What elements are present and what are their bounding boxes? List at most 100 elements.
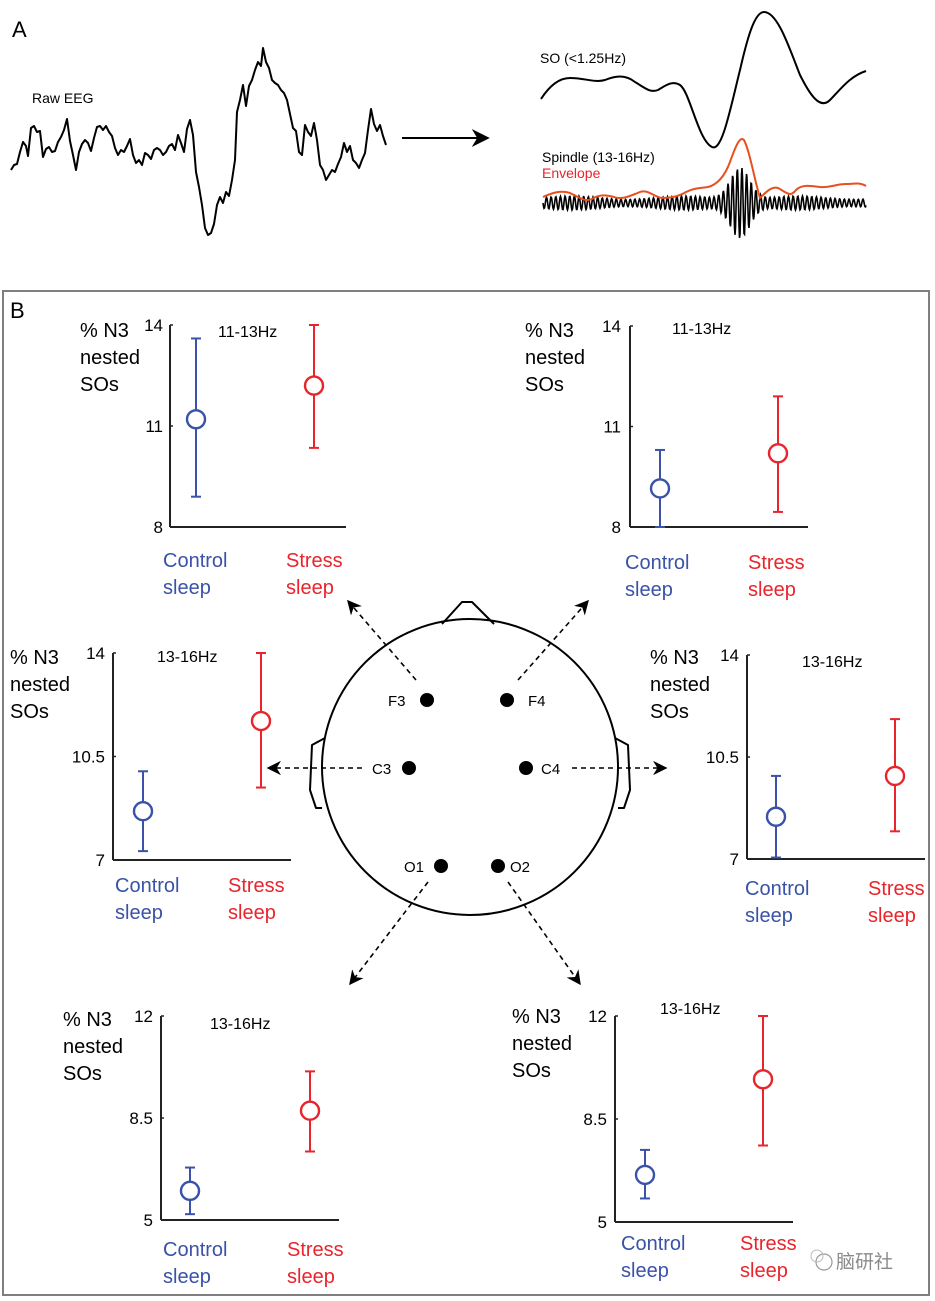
y-axis-label: nested bbox=[525, 347, 585, 369]
y-axis-label: % N3 bbox=[10, 647, 59, 669]
category-label-stress: sleep bbox=[740, 1260, 788, 1282]
y-tick-label: 11 bbox=[145, 417, 163, 436]
y-tick-label: 14 bbox=[602, 317, 621, 336]
electrode-O2[interactable]: O2 bbox=[491, 859, 530, 876]
right-ear-icon bbox=[614, 737, 631, 809]
y-axis-label: nested bbox=[650, 674, 710, 696]
category-label-control: sleep bbox=[621, 1260, 669, 1282]
y-tick-label: 7 bbox=[730, 850, 739, 869]
category-label-control: sleep bbox=[163, 1266, 211, 1288]
category-label-control: Control bbox=[115, 875, 179, 897]
electrode-dot bbox=[434, 859, 448, 873]
y-tick-label: 14 bbox=[720, 646, 739, 665]
y-axis-label: nested bbox=[10, 674, 70, 696]
left-ear-icon bbox=[309, 737, 326, 809]
electrode-F3[interactable]: F3 bbox=[388, 693, 434, 710]
y-axis-label: % N3 bbox=[80, 320, 129, 342]
so-label: SO (<1.25Hz) bbox=[540, 50, 626, 66]
y-tick-label: 5 bbox=[144, 1211, 153, 1230]
band-label: 11-13Hz bbox=[672, 321, 731, 338]
electrode-dot bbox=[519, 761, 533, 775]
mean-marker bbox=[303, 375, 325, 396]
head-outline bbox=[321, 618, 619, 916]
stress-point bbox=[884, 718, 906, 833]
y-tick-label: 8 bbox=[154, 518, 163, 537]
stress-point bbox=[752, 1015, 774, 1147]
spindle-trace bbox=[542, 168, 867, 239]
panel-a-letter: A bbox=[12, 17, 27, 42]
chart-c4: 710.514% N3nestedSOs13-16HzControlsleepS… bbox=[650, 646, 925, 927]
category-label-stress: sleep bbox=[748, 579, 796, 601]
y-tick-label: 11 bbox=[603, 418, 621, 437]
mean-marker bbox=[185, 409, 207, 430]
y-axis-label: SOs bbox=[512, 1060, 551, 1082]
y-tick-label: 10.5 bbox=[706, 748, 739, 767]
category-label-control: Control bbox=[163, 1239, 227, 1261]
arrow-O1 bbox=[349, 881, 429, 986]
envelope-trace bbox=[542, 138, 867, 202]
y-axis-label: % N3 bbox=[512, 1006, 561, 1028]
panel-b-frame bbox=[2, 290, 930, 1296]
y-tick-label: 8 bbox=[612, 518, 621, 537]
y-tick-label: 7 bbox=[96, 851, 105, 870]
electrode-dot bbox=[491, 859, 505, 873]
category-label-control: Control bbox=[625, 552, 689, 574]
mean-marker bbox=[767, 443, 789, 464]
y-axis-label: nested bbox=[80, 347, 140, 369]
y-tick-label: 14 bbox=[86, 644, 105, 663]
mean-marker bbox=[884, 765, 906, 787]
electrode-dot bbox=[402, 761, 416, 775]
electrode-C4[interactable]: C4 bbox=[519, 761, 560, 778]
y-axis-label: SOs bbox=[525, 374, 564, 396]
y-tick-label: 5 bbox=[598, 1213, 607, 1232]
y-tick-label: 8.5 bbox=[129, 1109, 153, 1128]
y-axis-label: nested bbox=[512, 1033, 572, 1055]
category-label-control: Control bbox=[621, 1233, 685, 1255]
band-label: 13-16Hz bbox=[157, 649, 217, 666]
watermark: 脑研社 bbox=[810, 1249, 893, 1273]
category-label-stress: sleep bbox=[286, 577, 334, 599]
arrow-O2 bbox=[507, 881, 581, 986]
electrode-O1[interactable]: O1 bbox=[404, 859, 448, 876]
stress-point bbox=[767, 395, 789, 513]
control-point bbox=[179, 1166, 201, 1216]
category-label-control: sleep bbox=[625, 579, 673, 601]
category-label-stress: Stress bbox=[286, 550, 343, 572]
mean-marker bbox=[765, 806, 787, 827]
raw-eeg-label: Raw EEG bbox=[32, 90, 93, 106]
panel-b-letter: B bbox=[10, 298, 25, 323]
y-tick-label: 12 bbox=[588, 1007, 607, 1026]
chart-o1: 58.512% N3nestedSOs13-16HzControlsleepSt… bbox=[63, 1007, 344, 1288]
y-axis-label: SOs bbox=[650, 701, 689, 723]
y-axis-label: SOs bbox=[10, 701, 49, 723]
electrode-F4[interactable]: F4 bbox=[500, 693, 546, 710]
spindle-label: Spindle (13-16Hz) bbox=[542, 149, 655, 165]
electrode-C3[interactable]: C3 bbox=[372, 761, 416, 778]
stress-point bbox=[303, 324, 325, 449]
y-axis-label: % N3 bbox=[63, 1009, 112, 1031]
y-axis-label: SOs bbox=[63, 1063, 102, 1085]
mean-marker bbox=[132, 801, 154, 822]
y-tick-label: 14 bbox=[144, 316, 163, 335]
y-tick-label: 12 bbox=[134, 1007, 153, 1026]
category-label-stress: sleep bbox=[228, 902, 276, 924]
band-label: 13-16Hz bbox=[660, 1001, 720, 1018]
electrode-label: F4 bbox=[528, 693, 546, 710]
y-axis-label: % N3 bbox=[650, 647, 699, 669]
category-label-stress: Stress bbox=[868, 878, 925, 900]
electrode-label: C3 bbox=[372, 761, 391, 778]
mean-marker bbox=[634, 1164, 656, 1186]
y-axis-label: % N3 bbox=[525, 320, 574, 342]
electrode-label: C4 bbox=[541, 761, 560, 778]
arrow-F3 bbox=[347, 599, 417, 681]
watermark-text: 脑研社 bbox=[836, 1251, 893, 1273]
raw-eeg-trace bbox=[10, 47, 387, 236]
control-point bbox=[649, 448, 671, 528]
panel-a: A Raw EEG SO (<1.25Hz) Spindle (13-16Hz)… bbox=[10, 10, 867, 239]
mean-marker bbox=[299, 1100, 321, 1121]
category-label-control: sleep bbox=[163, 577, 211, 599]
category-label-stress: Stress bbox=[228, 875, 285, 897]
category-label-stress: Stress bbox=[287, 1239, 344, 1261]
control-point bbox=[765, 774, 787, 859]
